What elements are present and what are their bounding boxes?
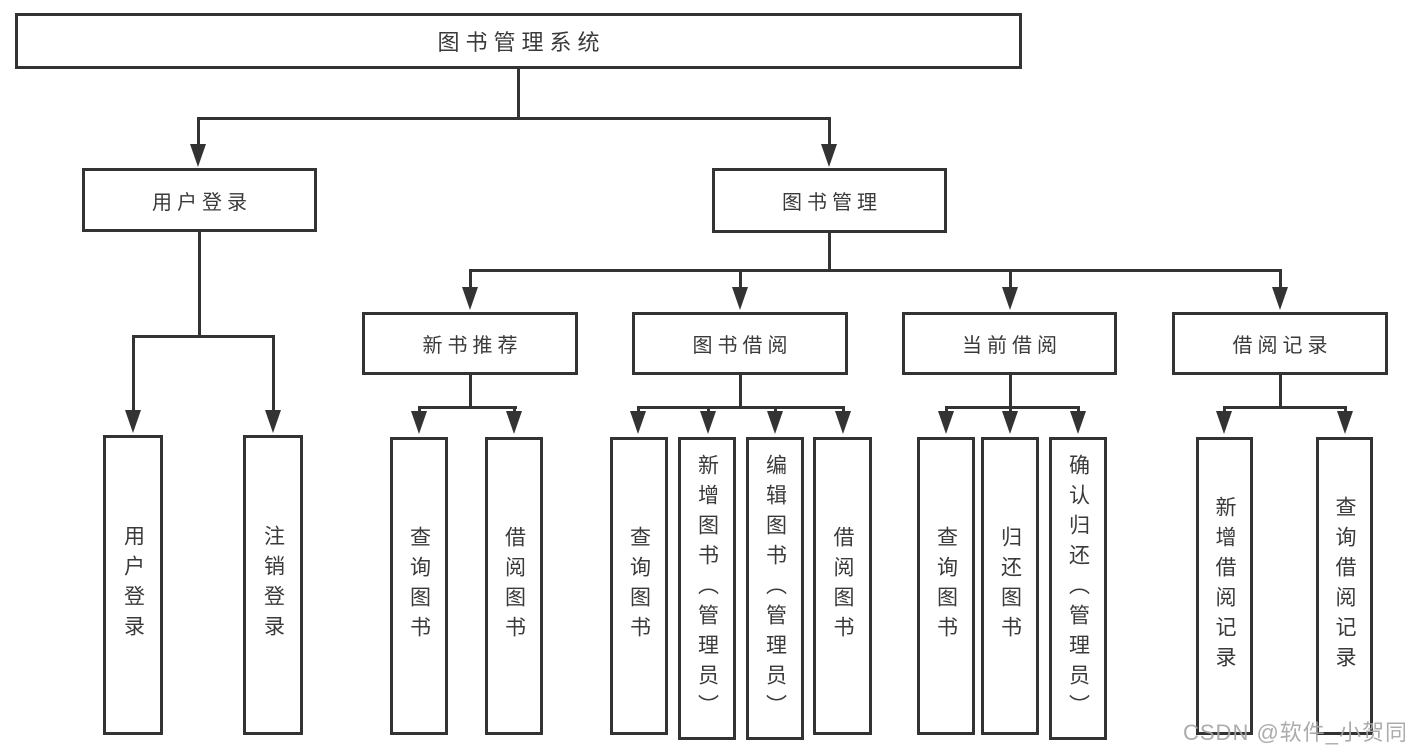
leaf-s2-borrow-book-label: 借阅图书 xyxy=(831,526,854,646)
node-new-book-recommend: 新书推荐 xyxy=(362,312,578,375)
leaf-s4-query-borrow-record: 查询借阅记录 xyxy=(1316,437,1373,735)
node-borrow-record-label: 借阅记录 xyxy=(1232,335,1333,357)
leaf-s3-return-book-label: 归还图书 xyxy=(998,526,1022,646)
connector-s4-stem xyxy=(1279,375,1282,408)
connector-section2-drop xyxy=(739,269,742,289)
leaf-s1-query-book: 查询图书 xyxy=(390,437,448,735)
leaf-s2-query-book: 查询图书 xyxy=(610,437,668,735)
node-user-login-branch-label: 用户登录 xyxy=(152,191,252,214)
leaf-s2-borrow-book: 借阅图书 xyxy=(813,437,872,735)
node-current-borrow-label: 当前借阅 xyxy=(962,335,1062,357)
leaf-logout: 注销登录 xyxy=(243,435,303,735)
connector-mgmt-drop xyxy=(828,117,831,146)
arrowhead-section1-icon xyxy=(462,287,478,310)
connector-user-leaf1-drop xyxy=(132,335,135,411)
leaf-s1-borrow-book: 借阅图书 xyxy=(485,437,543,735)
node-book-borrow: 图书借阅 xyxy=(632,312,848,375)
connector-s1-stem xyxy=(469,375,472,408)
connector-s1-rail xyxy=(418,406,517,409)
arrowhead-s3-leaf3-icon xyxy=(1070,411,1086,434)
leaf-s1-query-book-label: 查询图书 xyxy=(407,526,431,646)
arrowhead-mgmt-icon xyxy=(821,144,837,167)
leaf-s3-query-book-label: 查询图书 xyxy=(934,526,958,646)
node-root: 图书管理系统 xyxy=(15,13,1022,69)
node-root-label: 图书管理系统 xyxy=(437,30,606,55)
arrowhead-s2-leaf4-icon xyxy=(835,411,851,434)
connector-root-rail xyxy=(197,117,831,120)
leaf-s2-add-book-admin: 新增图书（管理员） xyxy=(678,437,736,740)
leaf-s4-query-borrow-record-label: 查询借阅记录 xyxy=(1333,496,1356,676)
connector-user-leaf2-drop xyxy=(272,335,275,411)
arrowhead-s1-leaf2-icon xyxy=(506,411,522,434)
arrowhead-user-leaf1-icon xyxy=(125,410,141,433)
connector-s4-rail xyxy=(1223,406,1347,409)
leaf-s4-add-borrow-record: 新增借阅记录 xyxy=(1196,437,1253,735)
leaf-s3-query-book: 查询图书 xyxy=(917,437,975,735)
node-user-login-branch: 用户登录 xyxy=(82,168,317,232)
arrowhead-user-icon xyxy=(190,144,206,167)
arrowhead-section3-icon xyxy=(1002,287,1018,310)
node-book-borrow-label: 图书借阅 xyxy=(692,335,793,357)
leaf-s1-borrow-book-label: 借阅图书 xyxy=(502,526,526,646)
leaf-s4-add-borrow-record-label: 新增借阅记录 xyxy=(1213,496,1236,676)
arrowhead-s4-leaf2-icon xyxy=(1337,411,1353,434)
connector-s2-stem xyxy=(739,375,742,408)
node-new-book-recommend-label: 新书推荐 xyxy=(422,335,523,357)
arrowhead-user-leaf2-icon xyxy=(265,410,281,433)
connector-s3-rail xyxy=(945,406,1080,409)
connector-user-stem xyxy=(198,232,201,337)
connector-s2-rail xyxy=(637,406,845,409)
leaf-s3-return-book: 归还图书 xyxy=(981,437,1039,735)
connector-s3-stem xyxy=(1009,375,1012,408)
leaf-s3-confirm-return-admin-label: 确认归还（管理员） xyxy=(1066,453,1090,724)
leaf-s3-confirm-return-admin: 确认归还（管理员） xyxy=(1049,437,1107,740)
leaf-s2-add-book-admin-label: 新增图书（管理员） xyxy=(695,453,719,724)
connector-section3-drop xyxy=(1009,269,1012,289)
leaf-user-login: 用户登录 xyxy=(103,435,163,735)
arrowhead-s1-leaf1-icon xyxy=(411,411,427,434)
node-current-borrow: 当前借阅 xyxy=(902,312,1117,375)
node-book-management-branch: 图书管理 xyxy=(712,168,947,233)
node-book-management-branch-label: 图书管理 xyxy=(782,192,882,214)
arrowhead-s2-leaf1-icon xyxy=(630,411,646,434)
arrowhead-section2-icon xyxy=(732,287,748,310)
arrowhead-s2-leaf3-icon xyxy=(767,411,783,434)
connector-section1-drop xyxy=(469,269,472,289)
leaf-s2-edit-book-admin: 编辑图书（管理员） xyxy=(746,437,804,740)
arrowhead-s4-leaf1-icon xyxy=(1216,411,1232,434)
leaf-user-login-label: 用户登录 xyxy=(121,525,145,645)
watermark: CSDN @软件_小贺同学 xyxy=(1183,720,1405,745)
arrowhead-s3-leaf2-icon xyxy=(1002,411,1018,434)
connector-user-rail xyxy=(132,335,275,338)
connector-section4-drop xyxy=(1279,269,1282,289)
connector-root-stem xyxy=(517,68,520,118)
connector-mgmt-stem xyxy=(828,233,831,271)
leaf-logout-label: 注销登录 xyxy=(261,525,285,645)
arrowhead-section4-icon xyxy=(1272,287,1288,310)
node-borrow-record: 借阅记录 xyxy=(1172,312,1388,375)
arrowhead-s2-leaf2-icon xyxy=(700,411,716,434)
leaf-s2-edit-book-admin-label: 编辑图书（管理员） xyxy=(763,453,787,724)
connector-user-drop xyxy=(197,117,200,146)
connector-mgmt-rail xyxy=(469,269,1282,272)
arrowhead-s3-leaf1-icon xyxy=(938,411,954,434)
leaf-s2-query-book-label: 查询图书 xyxy=(627,526,651,646)
